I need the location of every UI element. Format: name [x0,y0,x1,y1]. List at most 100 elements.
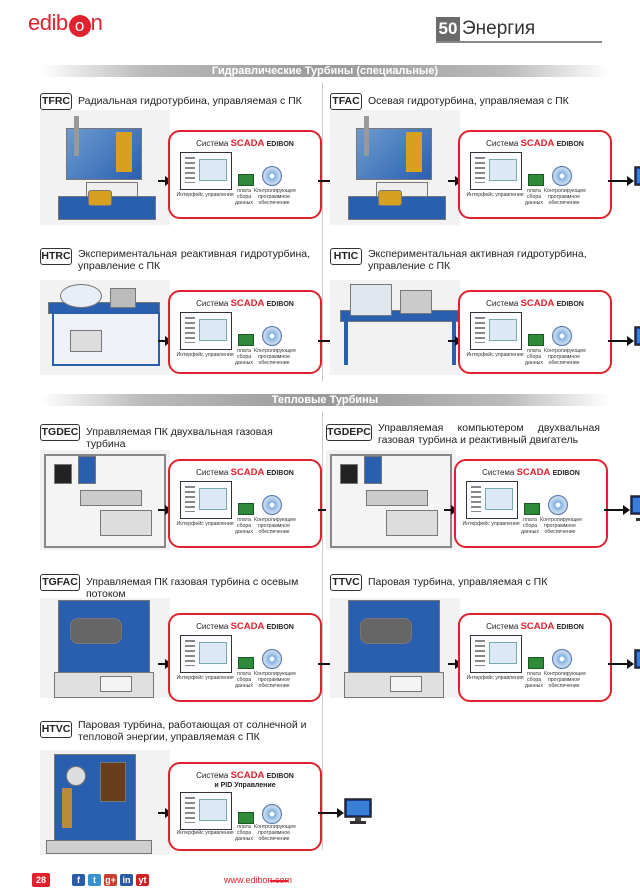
logo-text: edib [28,10,68,35]
daq-board-caption: плата сбора данных [235,348,253,366]
daq-board-caption: плата сбора данных [235,517,253,535]
product-code: TGDEPC [326,424,372,441]
twitter-icon[interactable]: t [88,874,101,886]
daq-board-icon [528,174,544,186]
scada-title: Система SCADA EDIBON [456,467,606,478]
monitor-icon [344,798,372,824]
connector-arrow [158,659,172,669]
scada-company: EDIBON [556,301,584,308]
interface-caption: Интерфейс управления [466,352,524,358]
pc-monitor [630,495,640,523]
linkedin-icon[interactable]: in [120,874,133,886]
software-caption: Контролирующее программное обеспечение [254,188,297,206]
interface-caption: Интерфейс управления [176,675,234,681]
scada-title: Система SCADA EDIBON [170,298,320,309]
scada-brand: SCADA [230,621,265,632]
control-interface-box [180,635,232,673]
facebook-icon[interactable]: f [72,874,85,886]
page-number: 28 [32,873,50,887]
control-interface-box [180,481,232,519]
scada-brand: SCADA [230,138,265,149]
scada-system-panel: Система SCADA EDIBON Интерфейс управлени… [458,130,612,219]
pc-monitor [634,649,640,677]
interface-caption: Интерфейс управления [176,352,234,358]
scada-prefix: Система [196,299,229,308]
youtube-icon[interactable]: yt [136,874,149,886]
scada-company: EDIBON [266,301,294,308]
scada-system-panel: Система SCADA EDIBON Интерфейс управлени… [454,459,608,548]
product-title: Экспериментальная реактивная гидротурбин… [78,248,310,272]
scada-prefix: Система [196,468,229,477]
product-title: Управляемая компьютером двухвальная газо… [378,422,600,446]
equipment-photo [330,280,462,375]
output-arrow [608,336,634,346]
product-code: TTVC [330,574,362,591]
software-caption: Контролирующее программное обеспечение [544,348,587,366]
product-title: Паровая турбина, управляемая с ПК [368,576,548,588]
equipment-photo [40,450,170,550]
control-interface-box [470,635,522,673]
interface-caption: Интерфейс управления [176,192,234,198]
daq-board-icon [238,174,254,186]
column-divider [322,83,323,381]
control-interface-box [180,312,232,350]
software-caption: Контролирующее программное обеспечение [254,824,297,842]
output-arrow [604,505,630,515]
software-cd-icon [262,326,282,346]
product-code: TGFAC [40,574,80,591]
connector-arrow [158,808,172,818]
googleplus-icon[interactable]: g+ [104,874,117,886]
product-title: Экспериментальная активная гидротурбина,… [368,248,587,272]
scada-system-panel: Система SCADA EDIBON и PID Управление Ин… [168,762,322,851]
connector-arrow [158,336,172,346]
scada-brand: SCADA [516,467,551,478]
product-title: Паровая турбина, работающая от солнечной… [78,719,307,743]
equipment-photo [330,110,460,225]
scada-prefix: Система [196,139,229,148]
column-divider [322,412,323,850]
software-cd-icon [262,649,282,669]
scada-system-panel: Система SCADA EDIBON Интерфейс управлени… [168,130,322,219]
scada-prefix: Система [486,622,519,631]
connector-arrow [158,176,172,186]
scada-title: Система SCADA EDIBON [170,621,320,632]
section-hydraulic-turbines: Гидравлические Турбины (специальные) [40,65,610,77]
scada-brand: SCADA [230,467,265,478]
footer-accent-line [270,880,288,882]
output-arrow [318,808,344,818]
software-caption: Контролирующее программное обеспечение [540,517,583,535]
scada-system-panel: Система SCADA EDIBON Интерфейс управлени… [458,613,612,702]
chapter-title: Энергия [462,18,536,39]
connector-arrow [158,505,172,515]
product-title: Радиальная гидротурбина, управляемая с П… [78,95,302,107]
scada-title: Система SCADA EDIBON [170,467,320,478]
product-title: Управляемая ПК двухвальная газовая турби… [86,426,273,450]
product-code: TGDEC [40,424,80,441]
product-code: TFRC [40,93,72,110]
scada-company: EDIBON [556,141,584,148]
monitor-icon [630,495,640,521]
scada-prefix: Система [486,139,519,148]
website-link[interactable]: www.edibon.com [224,875,293,885]
daq-board-icon [238,334,254,346]
scada-company: EDIBON [556,624,584,631]
daq-board-caption: плата сбора данных [525,188,543,206]
software-cd-icon [262,495,282,515]
scada-brand: SCADA [520,621,555,632]
monitor-icon [634,166,640,186]
software-cd-icon [262,804,282,824]
scada-system-panel: Система SCADA EDIBON Интерфейс управлени… [168,613,322,702]
daq-board-icon [528,657,544,669]
software-caption: Контролирующее программное обеспечение [254,517,297,535]
scada-company: EDIBON [266,470,294,477]
scada-company: EDIBON [266,773,294,780]
pc-monitor [344,798,372,826]
scada-company: EDIBON [266,141,294,148]
scada-brand: SCADA [230,770,265,781]
scada-prefix: Система [196,622,229,631]
connector-arrow [448,336,462,346]
daq-board-icon [524,503,540,515]
control-interface-box [470,152,522,190]
monitor-icon [634,649,640,669]
